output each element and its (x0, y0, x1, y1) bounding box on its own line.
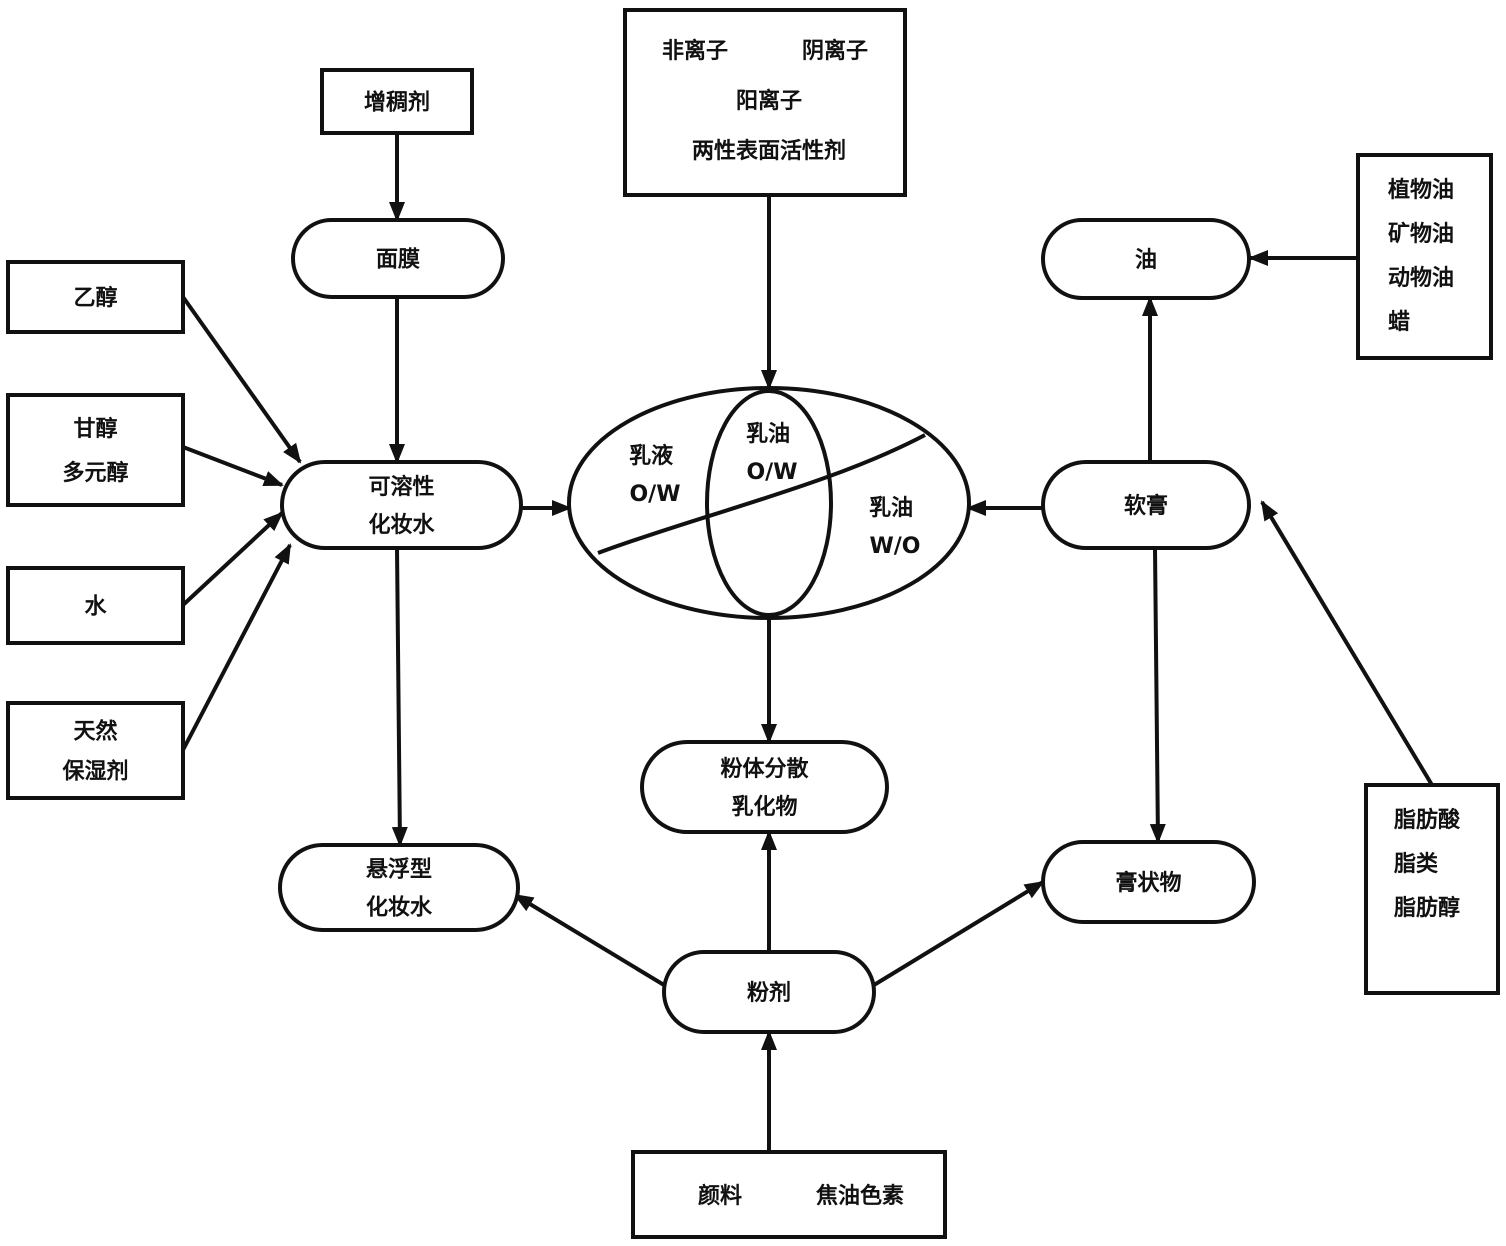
edge-water-soluble (181, 511, 284, 607)
node-ethanol-shape (6, 260, 185, 334)
node-oil-shape (1041, 218, 1251, 300)
edge-soluble-suspension (391, 547, 408, 847)
node-oils-source-line: 植物油 (1388, 177, 1454, 203)
edge-powder-paste (872, 880, 1045, 987)
node-soluble-lotion-line: 可溶性 (368, 474, 434, 500)
edge-fatty-ointment (1260, 500, 1434, 787)
cream-wo-label: 乳油 W/O (869, 495, 921, 559)
node-glycerin-shape (6, 393, 185, 507)
node-ethanol-line: 乙醇 (73, 285, 117, 311)
node-thickener-shape (320, 68, 474, 135)
emulsion-inner-ring (705, 389, 833, 617)
node-glycerin-line: 多元醇 (62, 460, 128, 486)
node-powder-emulsion-line: 粉体分散 (720, 757, 809, 782)
node-ointment-shape (1041, 460, 1251, 550)
node-oils-source-shape (1356, 153, 1493, 360)
node-suspension-lotion-line: 悬浮型 (366, 857, 432, 883)
node-glycerin-line: 甘醇 (73, 416, 117, 442)
node-powder-line: 粉剂 (747, 980, 791, 1006)
node-natural-moisturizer-line: 保湿剂 (61, 759, 128, 785)
edge-glycerin-soluble (182, 445, 284, 487)
emulsion-ellipse: 乳液 O/W 乳油 O/W 乳油 W/O (567, 386, 971, 620)
node-powder-shape (662, 950, 876, 1034)
node-water-line: 水 (84, 595, 107, 620)
node-oils-source-line: 动物油 (1388, 265, 1454, 291)
cream-ow-label: 乳油 O/W (746, 421, 798, 485)
emulsion-outline (567, 386, 971, 620)
node-suspension-lotion-line: 化妆水 (366, 895, 433, 921)
node-mask-line: 面膜 (376, 248, 420, 273)
node-powder-emulsion-line: 乳化物 (731, 794, 797, 820)
node-pigments-shape (631, 1150, 947, 1239)
node-oils-source-line: 矿物油 (1388, 221, 1454, 247)
node-mask-shape (291, 218, 505, 299)
node-natural-moisturizer-shape (6, 701, 185, 800)
node-soluble-lotion-shape (280, 460, 523, 550)
edge-ethanol-soluble (181, 295, 302, 464)
edges (181, 133, 1434, 1152)
node-pigments-line: 颜料 (698, 1183, 742, 1209)
emulsion-divider (597, 433, 926, 555)
node-oils-source-line: 蜡 (1388, 310, 1410, 335)
node-water: 水 (6, 566, 185, 645)
node-paste-shape (1041, 840, 1256, 924)
edge-powder-suspension (513, 893, 666, 987)
node-suspension-lotion-shape (278, 843, 520, 932)
node-soluble-lotion-line: 化妆水 (368, 512, 435, 538)
node-oil-line: 油 (1135, 248, 1157, 273)
node-fatty-source-line: 脂肪酸 (1394, 807, 1461, 833)
node-ethanol: 乙醇 (6, 260, 185, 334)
node-pigments: 颜料 焦油色素 (631, 1150, 947, 1239)
node-natural-moisturizer-line: 天然 (73, 719, 117, 745)
node-mask: 面膜 (291, 218, 505, 299)
node-oil: 油 (1041, 218, 1251, 300)
edge-ointment-paste (1149, 547, 1166, 844)
node-water-shape (6, 566, 185, 645)
node-ointment: 软膏 (1041, 460, 1251, 550)
milk-ow-label: 乳液 O/W (629, 443, 681, 507)
edge-moisturizer-soluble (181, 543, 292, 751)
node-paste-line: 膏状物 (1115, 870, 1181, 896)
node-fatty-source-line: 脂类 (1394, 851, 1439, 877)
node-fatty-source-line: 脂肪醇 (1394, 895, 1460, 921)
node-fatty-source-shape (1364, 783, 1500, 995)
node-surfactants-shape (623, 8, 907, 197)
node-surfactants-line: 阴离子 (802, 38, 868, 64)
node-thickener-line: 增稠剂 (364, 90, 430, 116)
node-surfactants-line: 阳离子 (736, 88, 802, 114)
node-ointment-line: 软膏 (1124, 493, 1168, 519)
node-surfactants-line: 两性表面活性剂 (692, 138, 846, 164)
node-powder: 粉剂 (662, 950, 876, 1034)
node-thickener: 增稠剂 (320, 68, 474, 135)
node-powder-emulsion-shape (640, 740, 889, 834)
node-paste: 膏状物 (1041, 840, 1256, 924)
node-surfactants-line: 非离子 (662, 38, 728, 64)
node-pigments-line: 焦油色素 (815, 1183, 904, 1209)
